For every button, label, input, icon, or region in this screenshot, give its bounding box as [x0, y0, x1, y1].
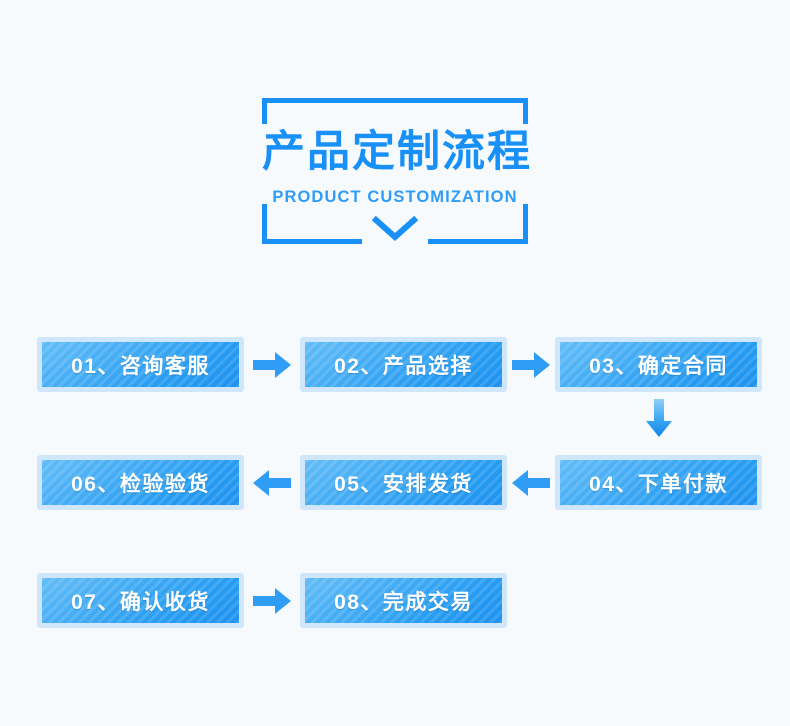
arrow-right-icon [512, 351, 550, 378]
process-step-box[interactable]: 02、产品选择 [300, 337, 507, 392]
process-step-box[interactable]: 05、安排发货 [300, 455, 507, 510]
chevron-down-icon [372, 216, 418, 242]
process-step-label: 02、产品选择 [334, 354, 473, 378]
frame-bottom-right-bar [428, 239, 528, 244]
process-step-box[interactable]: 07、确认收货 [37, 573, 244, 628]
process-step-label: 08、完成交易 [334, 590, 473, 614]
process-step-label: 04、下单付款 [589, 472, 728, 496]
page-title: 产品定制流程 [262, 128, 532, 176]
header-title-frame: 产品定制流程 PRODUCT CUSTOMIZATION [262, 98, 532, 244]
process-step-label: 06、检验验货 [71, 472, 210, 496]
frame-bottom-right-stub [523, 204, 528, 244]
frame-bottom-left-bar [262, 239, 362, 244]
arrow-left-icon [253, 469, 291, 496]
process-step-label: 05、安排发货 [334, 472, 473, 496]
process-step-box[interactable]: 04、下单付款 [555, 455, 762, 510]
frame-bottom-left-stub [262, 204, 267, 244]
frame-top-right-stub [523, 98, 528, 124]
frame-top-bar [262, 98, 528, 103]
arrow-left-icon [512, 469, 550, 496]
arrow-right-icon [253, 587, 291, 614]
arrow-right-icon [253, 351, 291, 378]
process-step-label: 01、咨询客服 [71, 354, 210, 378]
process-step-label: 03、确定合同 [589, 354, 728, 378]
arrow-down-icon [645, 399, 672, 437]
process-step-box[interactable]: 03、确定合同 [555, 337, 762, 392]
process-step-box[interactable]: 06、检验验货 [37, 455, 244, 510]
process-step-box[interactable]: 08、完成交易 [300, 573, 507, 628]
process-step-label: 07、确认收货 [71, 590, 210, 614]
page-subtitle: PRODUCT CUSTOMIZATION [272, 188, 518, 206]
process-step-box[interactable]: 01、咨询客服 [37, 337, 244, 392]
frame-top-left-stub [262, 98, 267, 124]
